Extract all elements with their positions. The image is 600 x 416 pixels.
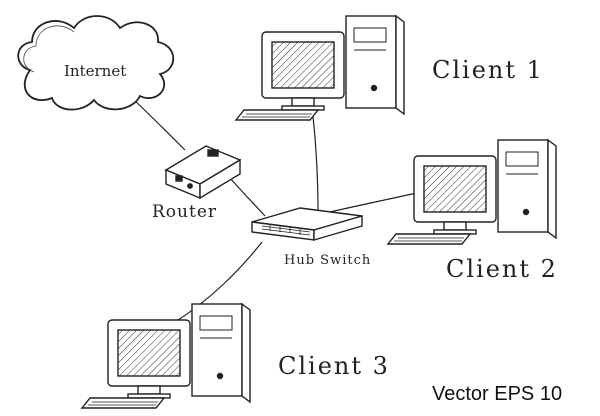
client-2-label: Client 2	[446, 255, 558, 283]
client-2-computer	[386, 138, 557, 245]
cloud-outline	[17, 15, 175, 111]
client-3-computer	[80, 302, 251, 409]
client-3-label: Client 3	[278, 352, 390, 380]
router-device	[164, 145, 242, 200]
client-computers	[80, 14, 557, 409]
edge-router-hub	[229, 177, 266, 217]
client-1-computer	[234, 14, 405, 121]
caption-text: Vector EPS 10	[432, 383, 563, 405]
edge-internet-router	[131, 97, 186, 151]
client-1-label: Client 1	[432, 56, 544, 84]
edge-hub-client1	[311, 107, 319, 211]
edge-hub-client3	[174, 241, 263, 323]
internet-cloud	[17, 15, 175, 111]
hub-switch-label: Hub Switch	[284, 253, 372, 268]
hub-switch-device	[251, 207, 363, 241]
router-label: Router	[152, 202, 218, 222]
internet-label: Internet	[64, 62, 127, 80]
